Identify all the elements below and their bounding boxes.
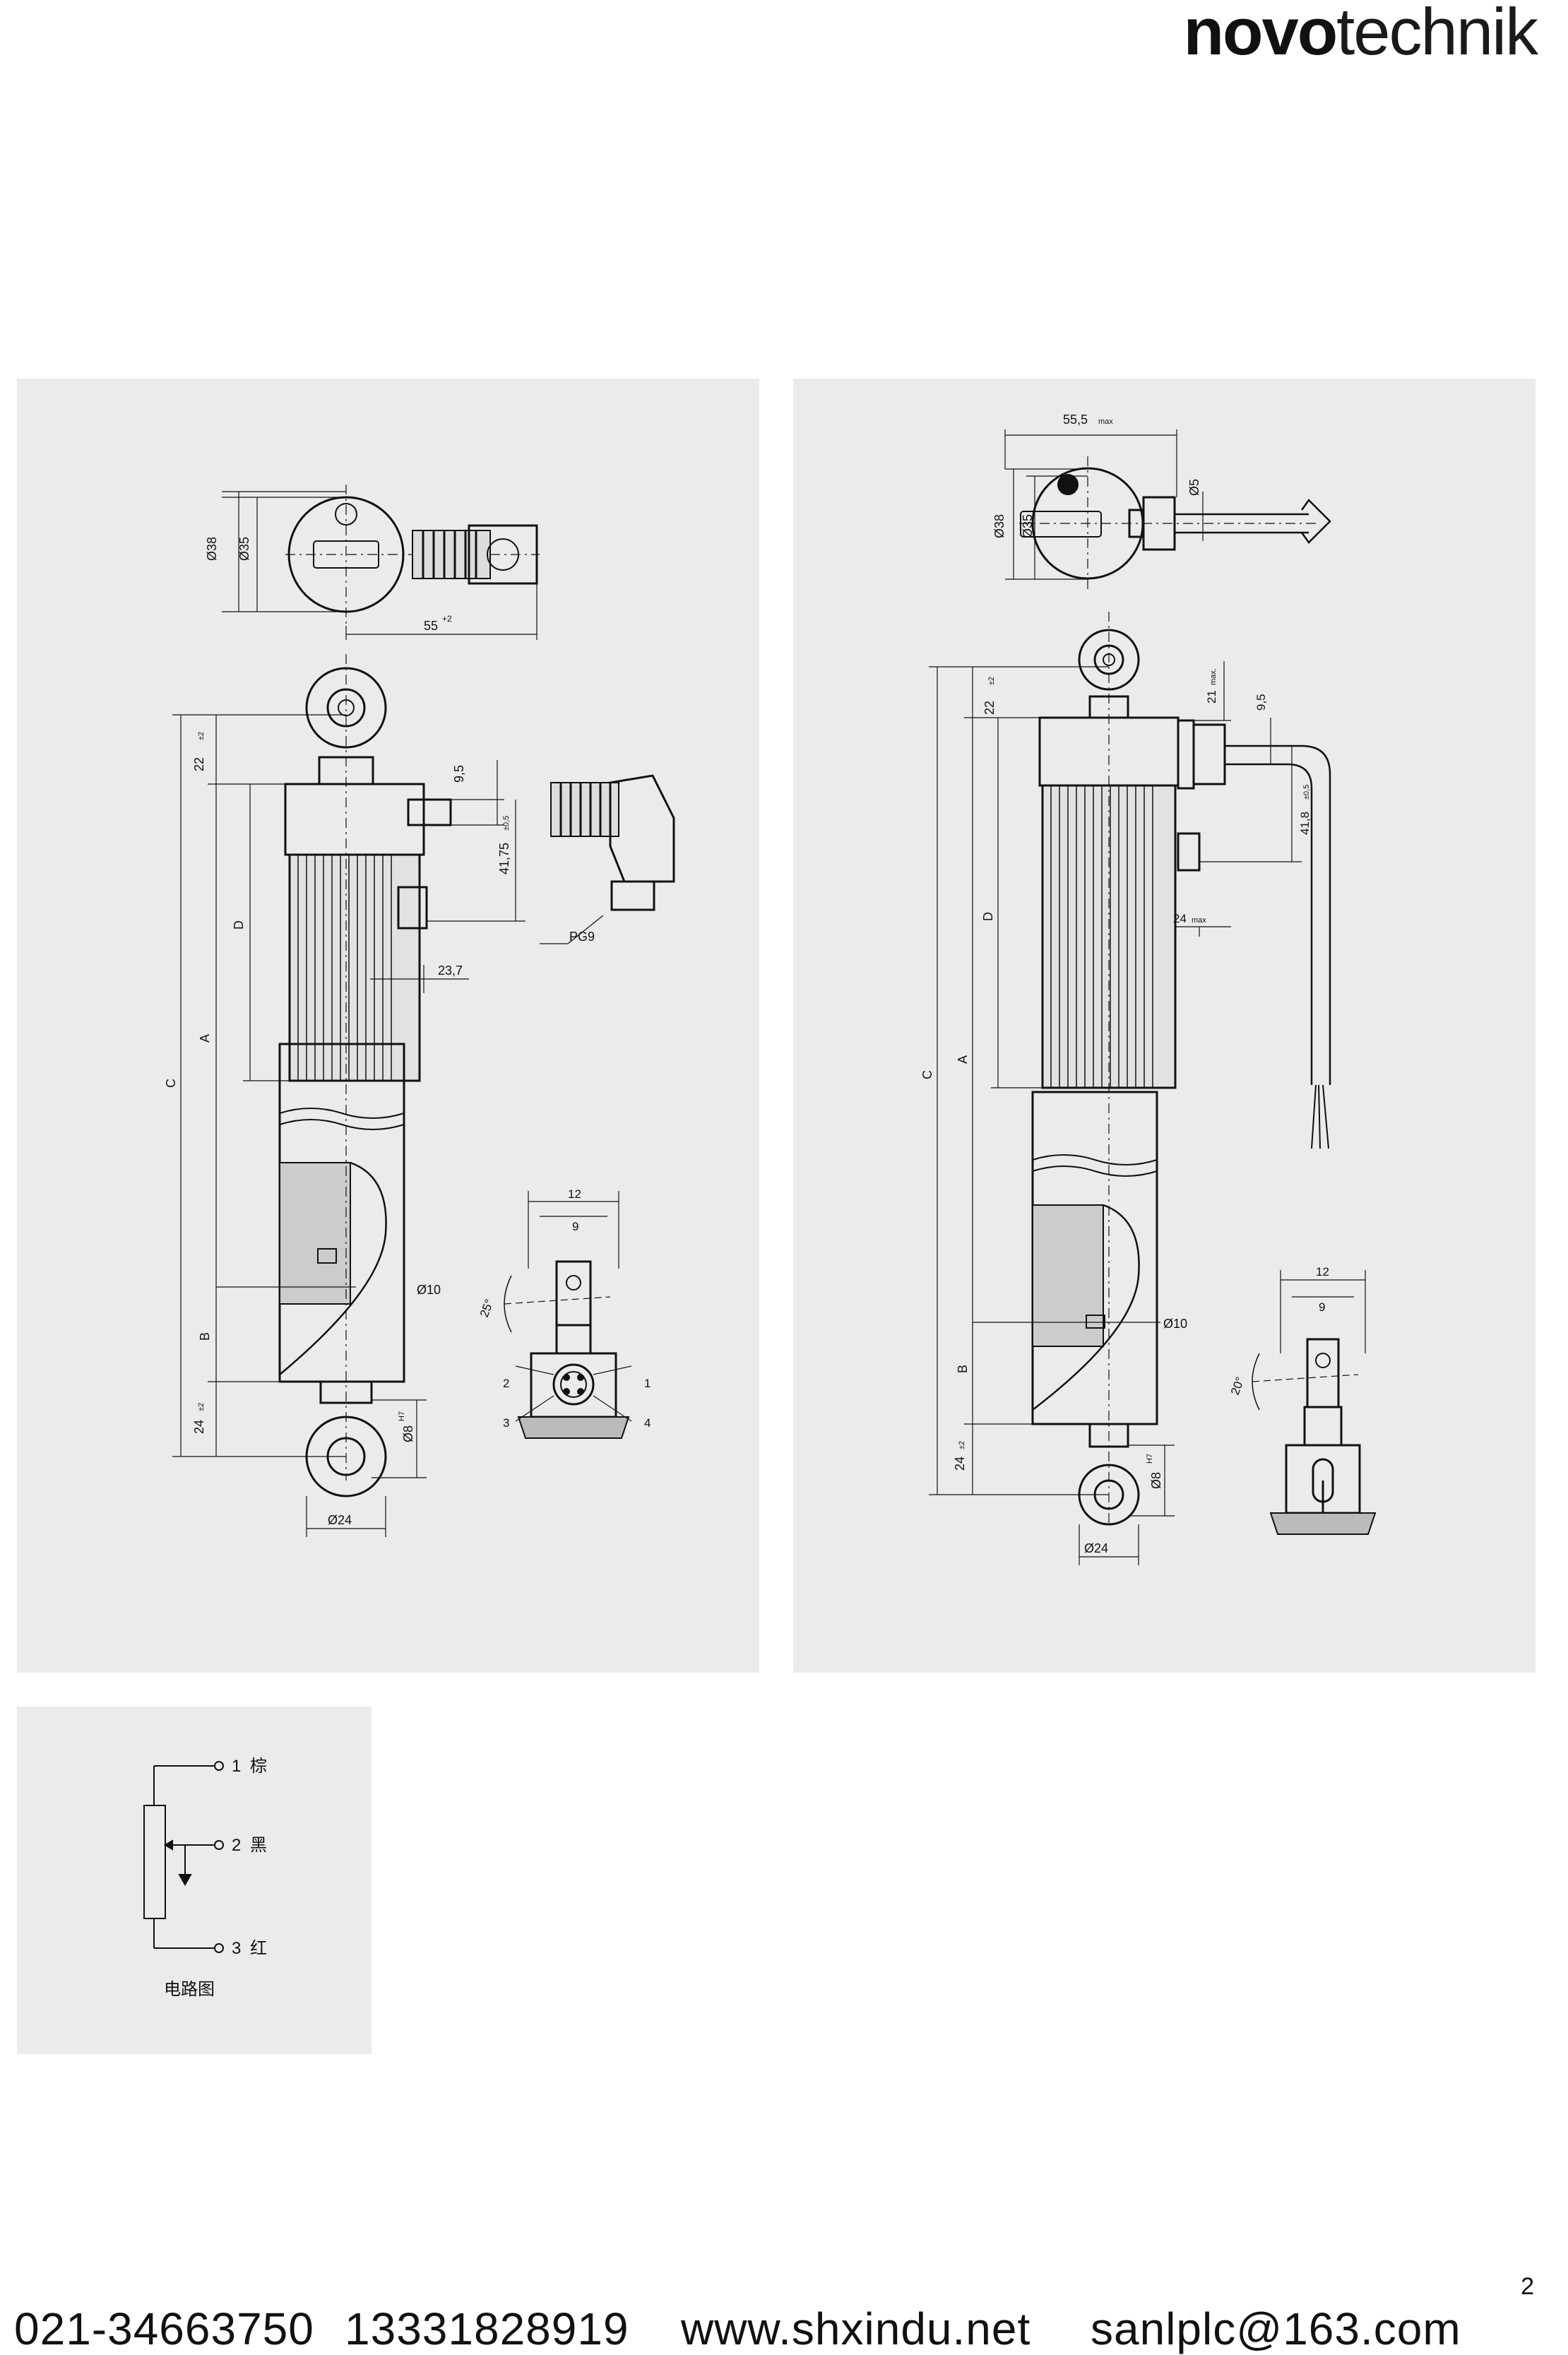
dim-w55-tol: +2 [442,614,452,624]
dim-d24-tol: ±2 [197,1403,206,1411]
dim-d24max: 24 [1173,912,1187,925]
drawing-panel-cable: 55,5 max Ø38 Ø35 Ø5 22 ±2 21 max. 9,5 41… [793,379,1536,1673]
dim-d38: Ø38 [205,537,219,561]
dim-w55-5: 55,5 [1063,413,1088,427]
dim-w9: 9 [1319,1300,1325,1314]
pin-3: 3 [503,1416,509,1430]
dim-d5: Ø5 [1187,479,1201,496]
dim-d41-8: 41,8 [1298,812,1312,835]
circuit-pin-3-color: 红 [250,1939,267,1958]
circuit-pin-2: 2 [232,1836,241,1855]
dim-w12: 12 [1316,1265,1329,1279]
contact-website[interactable]: www.shxindu.net [681,2303,1031,2354]
dim-d9-5: 9,5 [1254,694,1268,711]
label-B: B [198,1332,212,1341]
contact-email[interactable]: sanlplc@163.com [1091,2303,1461,2354]
dim-d22-tol: ±2 [197,732,206,740]
dim-d8: Ø8 [1149,1472,1163,1489]
dim-d24-eye: Ø24 [1084,1541,1108,1555]
label-A: A [198,1034,212,1043]
dim-w9: 9 [572,1220,578,1233]
dim-d38: Ø38 [992,514,1006,538]
dim-d8: Ø8 [401,1425,415,1442]
label-C: C [164,1079,178,1088]
dim-d10: Ø10 [417,1283,441,1297]
dim-d21-tol: max. [1209,668,1218,685]
circuit-pin-2-color: 黑 [250,1836,267,1855]
dim-d41-75: 41,75 [497,843,511,874]
circuit-caption: 电路图 [164,1980,215,1999]
dim-ang25: 25° [477,1298,497,1319]
dim-d24-eye: Ø24 [328,1513,352,1527]
dim-d22: 22 [982,701,997,715]
dim-d8-tol: H7 [398,1411,406,1421]
dim-d9-5: 9,5 [452,765,466,783]
novotechnik-logo: novotechnik [1184,0,1538,65]
page-number: 2 [1521,2273,1534,2300]
circuit-pin-1-color: 棕 [250,1757,267,1776]
pin-1: 1 [644,1377,651,1390]
dim-d23-7: 23,7 [438,963,463,978]
dim-d10: Ø10 [1163,1317,1187,1331]
circuit-diagram-panel: 1 棕 2 黑 3 红 电路图 [17,1707,372,2054]
circuit-diagram: 1 棕 2 黑 3 红 电路图 [143,1757,267,1999]
contact-phone-1: 021-34663750 [14,2303,314,2354]
dim-d24-tol: ±2 [958,1441,966,1449]
dim-d35: Ø35 [1021,514,1035,538]
logo-bold: novo [1183,0,1338,69]
dim-d24: 24 [953,1457,967,1471]
dim-d35: Ø35 [237,537,251,561]
dim-w55-5-tol: max [1098,417,1113,426]
dim-d24: 24 [192,1420,206,1434]
contact-phone-2: 13331828919 [345,2303,629,2354]
label-D: D [232,920,246,930]
dim-ang20: 20° [1228,1375,1247,1397]
dim-d41-75-tol: ±0,5 [502,816,511,831]
dim-d24max-tol: max [1192,916,1206,925]
circuit-pin-3: 3 [232,1939,241,1958]
dim-d41-8-tol: ±0,5 [1302,785,1311,800]
dim-w12: 12 [568,1187,581,1201]
connector-version-drawing: Ø38 Ø35 55 +2 22 ±2 9,5 41,75 ±0,5 PG9 2… [164,485,675,1537]
pin-4: 4 [644,1416,651,1430]
cable-version-drawing: 55,5 max Ø38 Ø35 Ø5 22 ±2 21 max. 9,5 41… [920,413,1377,1565]
dim-d8-tol: H7 [1146,1454,1154,1464]
label-pg9: PG9 [569,930,595,944]
label-D: D [981,912,995,921]
dim-d21: 21 [1205,690,1218,704]
dim-d22-tol: ±2 [987,677,996,685]
circuit-pin-1: 1 [232,1757,241,1776]
label-B: B [956,1365,970,1373]
pin-2: 2 [503,1377,509,1390]
label-C: C [920,1070,934,1079]
dim-d22: 22 [192,757,206,771]
dim-w55: 55 [424,619,438,633]
logo-light: technik [1336,0,1538,69]
label-A: A [956,1055,970,1064]
drawing-panel-connector: Ø38 Ø35 55 +2 22 ±2 9,5 41,75 ±0,5 PG9 2… [17,379,759,1673]
